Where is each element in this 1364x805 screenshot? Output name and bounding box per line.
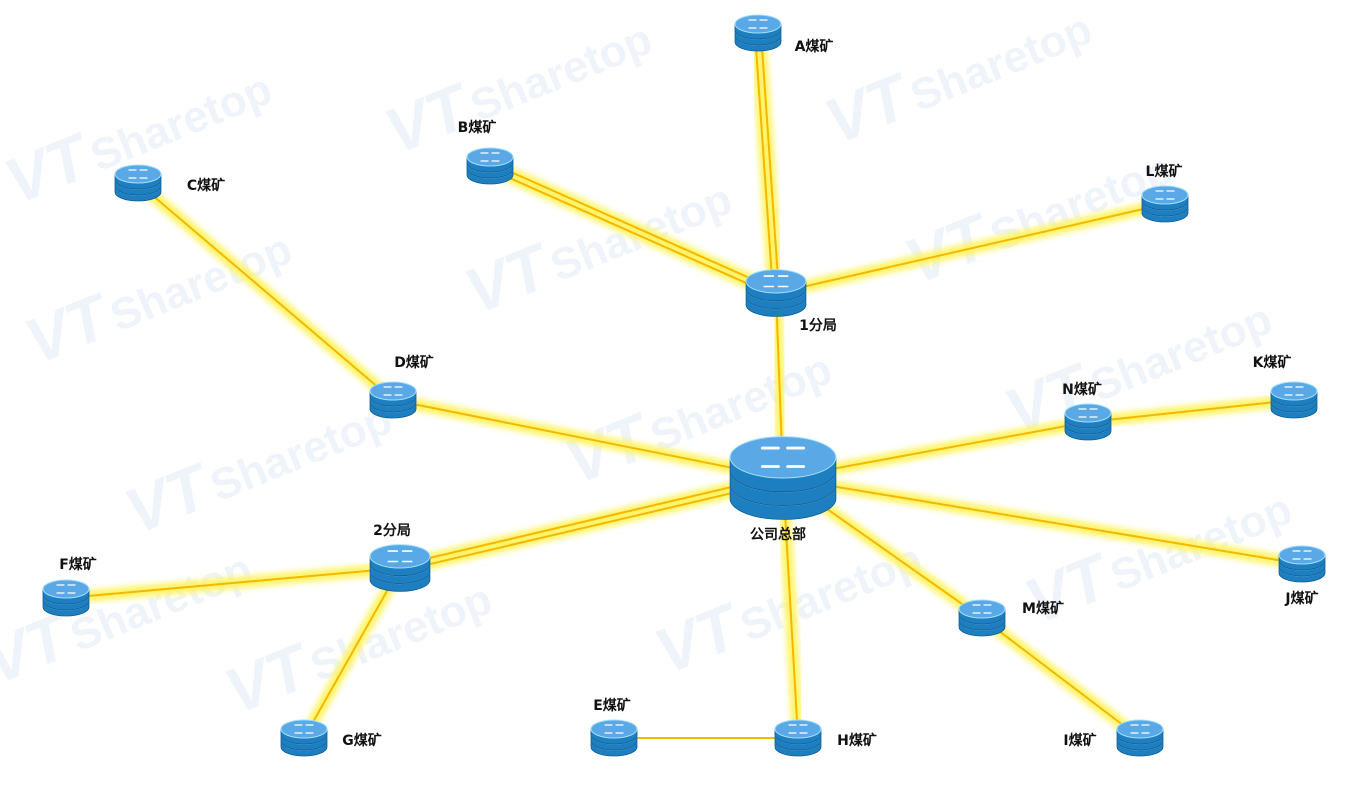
link-b2-F[interactable] <box>65 567 401 599</box>
link-b1-L[interactable] <box>775 203 1166 294</box>
router-arrows-icon <box>1284 386 1304 396</box>
link-b2-G[interactable] <box>303 567 401 739</box>
node-label-M: M煤矿 <box>1022 601 1064 617</box>
router-H[interactable] <box>774 719 822 757</box>
router-arrows-icon <box>294 724 314 734</box>
node-label-A: A煤矿 <box>794 39 834 55</box>
router-arrows-icon <box>1130 724 1150 734</box>
router-b2[interactable] <box>369 544 431 592</box>
router-E[interactable] <box>590 719 638 757</box>
router-arrows-icon <box>788 724 808 734</box>
router-arrows-icon <box>760 446 806 468</box>
router-C[interactable] <box>114 164 162 202</box>
link-hq-H[interactable] <box>782 477 799 739</box>
link-M-I[interactable] <box>981 617 1141 739</box>
router-arrows-icon <box>748 19 768 29</box>
router-J[interactable] <box>1278 545 1326 583</box>
router-arrows-icon <box>387 550 413 563</box>
node-label-K: K煤矿 <box>1252 355 1292 371</box>
router-N[interactable] <box>1064 403 1112 441</box>
node-label-L: L煤矿 <box>1145 164 1183 180</box>
router-arrows-icon <box>972 604 992 614</box>
link-glow <box>392 470 791 576</box>
router-arrows-icon <box>128 169 148 179</box>
link-b1-A[interactable] <box>754 33 775 294</box>
router-arrows-icon <box>1155 190 1175 200</box>
router-arrows-icon <box>1078 408 1098 418</box>
node-label-I: I煤矿 <box>1063 733 1097 749</box>
link-N-K[interactable] <box>1087 399 1295 423</box>
node-label-E: E煤矿 <box>593 698 631 714</box>
link-hq-b2[interactable] <box>400 479 784 572</box>
router-arrows-icon <box>56 584 76 594</box>
node-label-D: D煤矿 <box>394 355 434 371</box>
node-label-J: J煤矿 <box>1285 591 1319 607</box>
node-label-b1: 1分局 <box>799 318 837 334</box>
router-G[interactable] <box>280 719 328 757</box>
link-hq-b2[interactable] <box>399 474 783 567</box>
link-b1-A[interactable] <box>759 32 780 293</box>
node-label-H: H煤矿 <box>837 733 877 749</box>
router-D[interactable] <box>369 381 417 419</box>
node-label-B: B煤矿 <box>457 120 497 136</box>
router-M[interactable] <box>958 599 1006 637</box>
router-I[interactable] <box>1116 719 1164 757</box>
link-glow <box>482 158 784 301</box>
node-label-F: F煤矿 <box>59 557 97 573</box>
router-L[interactable] <box>1141 185 1189 223</box>
router-K[interactable] <box>1270 381 1318 419</box>
link-hq-D[interactable] <box>392 399 784 479</box>
router-A[interactable] <box>734 14 782 52</box>
router-arrows-icon <box>480 152 500 162</box>
router-B[interactable] <box>466 147 514 185</box>
link-glow <box>750 25 784 301</box>
router-arrows-icon <box>383 386 403 396</box>
node-label-C: C煤矿 <box>186 178 226 194</box>
node-label-hq: 公司总部 <box>750 527 806 543</box>
router-hq[interactable] <box>729 436 837 520</box>
router-b1[interactable] <box>745 269 807 317</box>
node-label-N: N煤矿 <box>1062 382 1102 398</box>
link-b1-B[interactable] <box>490 162 778 292</box>
node-label-b2: 2分局 <box>373 523 411 539</box>
router-F[interactable] <box>42 579 90 617</box>
router-arrows-icon <box>604 724 624 734</box>
router-arrows-icon <box>763 275 789 288</box>
link-b1-B[interactable] <box>488 167 776 297</box>
link-D-C[interactable] <box>137 182 394 401</box>
node-label-G: G煤矿 <box>342 733 382 749</box>
link-hq-J[interactable] <box>782 477 1303 565</box>
router-arrows-icon <box>1292 550 1312 560</box>
